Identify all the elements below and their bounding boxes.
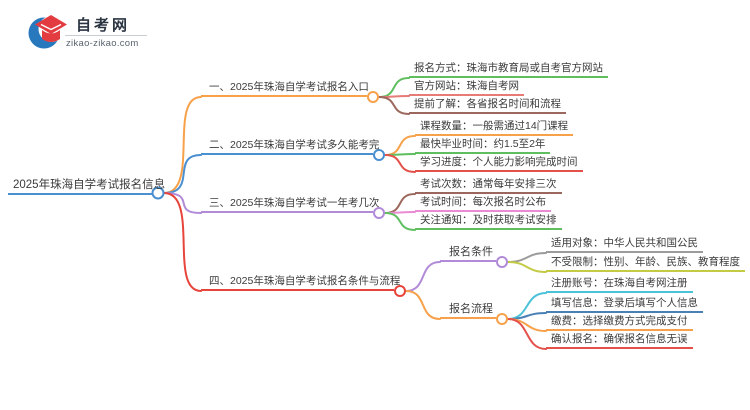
logo-divider	[65, 35, 147, 36]
edge-b4-conditions	[405, 261, 441, 292]
leaf-fill-information: 填写信息：登录后填写个人信息	[546, 296, 703, 313]
logo-title: 自考网	[76, 17, 131, 34]
leaf-study-progress: 学习进度：个人能力影响完成时间	[415, 155, 583, 172]
edge-proc-leaf4	[507, 318, 547, 350]
leaf-no-restrictions: 不受限制：性别、年龄、民族、教育程度	[546, 255, 745, 272]
leaf-applicable-people: 适用对象：中华人民共和国公民	[546, 236, 703, 253]
edge-cond-leaf2	[507, 261, 547, 273]
edge-b1-leaf3	[378, 96, 410, 115]
leaf-pay-fee: 缴费：选择缴费方式完成支付	[546, 314, 693, 331]
node-registration-process: 报名流程	[440, 302, 496, 319]
edge-proc-leaf2	[507, 312, 547, 320]
node-branch1: 一、2025年珠海自学考试报名入口	[201, 80, 369, 97]
edge-b2-leaf1	[384, 135, 416, 156]
circle-root	[151, 186, 165, 200]
leaf-follow-notices: 关注通知：及时获取考试安排	[415, 213, 562, 230]
circle-branch4	[394, 285, 406, 297]
edge-b2-leaf3	[384, 154, 416, 173]
circle-conditions	[496, 256, 508, 268]
circle-branch1	[367, 91, 379, 103]
logo-domain: zikao-zikao.com	[66, 38, 139, 49]
logo[interactable]: 自考网 zikao-zikao.com	[27, 8, 157, 52]
node-branch4: 四、2025年珠海自学考试报名条件与流程	[201, 274, 400, 291]
leaf-exam-frequency: 考试次数：通常每年安排三次	[415, 177, 562, 194]
circle-branch2	[373, 149, 385, 161]
edge-root-branch2	[163, 154, 202, 194]
leaf-learn-in-advance: 提前了解：各省报名时间和流程	[409, 97, 566, 114]
edge-root-branch1	[163, 96, 202, 194]
leaf-exam-time: 考试时间：每次报名时公布	[415, 195, 551, 212]
leaf-registration-method: 报名方式：珠海市教育局或自考官方网站	[409, 61, 608, 78]
edge-root-branch4	[163, 192, 202, 292]
edge-b4-process	[405, 290, 441, 320]
circle-process	[496, 313, 508, 325]
node-branch3: 三、2025年珠海自学考试一年考几次	[201, 196, 379, 213]
leaf-fastest-graduation: 最快毕业时间：约1.5至2年	[415, 137, 551, 154]
graduation-cap-icon	[28, 15, 67, 49]
edge-cond-leaf1	[507, 252, 547, 263]
leaf-register-account: 注册账号：在珠海自考网注册	[546, 276, 693, 293]
node-branch2: 二、2025年珠海自学考试多久能考完	[201, 138, 379, 155]
edge-b3-leaf1	[384, 193, 416, 214]
leaf-official-website: 官方网站：珠海自考网	[409, 79, 524, 96]
leaf-course-count: 课程数量：一般需通过14门课程	[415, 119, 574, 136]
circle-branch3	[373, 207, 385, 219]
node-root: 2025年珠海自学考试报名信息	[8, 177, 165, 195]
leaf-confirm-registration: 确认报名：确保报名信息无误	[546, 332, 693, 349]
edge-b1-leaf1	[378, 77, 410, 98]
node-registration-conditions: 报名条件	[440, 245, 496, 262]
edge-b3-leaf3	[384, 212, 416, 231]
edge-root-branch3	[163, 192, 202, 214]
